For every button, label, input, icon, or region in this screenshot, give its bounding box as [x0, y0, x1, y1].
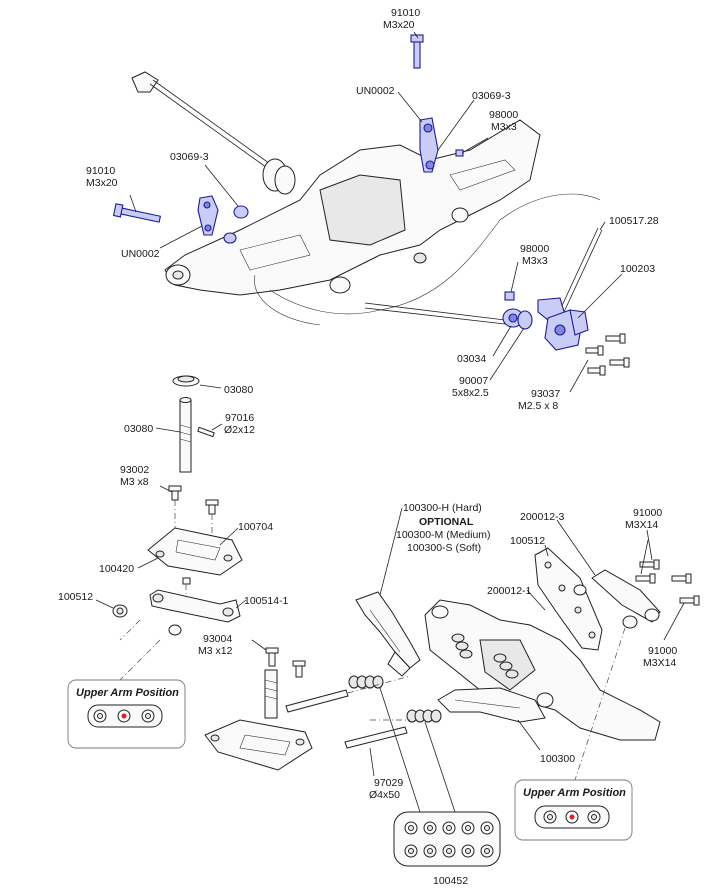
- label-98000-mid: 98000: [520, 243, 549, 255]
- upper-assembly: [112, 34, 630, 376]
- lower-arm-body: [164, 119, 541, 296]
- front-arm-assembly: [285, 507, 700, 867]
- top-leader-lines: [129, 31, 623, 393]
- rod-100517: [364, 227, 603, 325]
- drive-shaft: [131, 71, 296, 195]
- label-03069-left: 03069-3: [170, 151, 209, 163]
- label-91010-top: 91010: [391, 7, 420, 19]
- label-5x8x2-5: 5x8x2.5: [452, 387, 489, 399]
- label-100512-right: 100512: [510, 535, 545, 547]
- label-03080-top: 03080: [224, 384, 253, 396]
- label-100420: 100420: [99, 563, 134, 575]
- hub-carrier-parts: [502, 291, 630, 376]
- label-d2x12: Ø2x12: [224, 424, 255, 436]
- label-100517: 100517.28: [609, 215, 659, 227]
- label-97016: 97016: [225, 412, 254, 424]
- top-linkage-parts: [112, 34, 464, 244]
- label-100203: 100203: [620, 263, 655, 275]
- label-m2-5x8: M2.5 x 8: [518, 400, 558, 412]
- label-m3x20-top: M3x20: [383, 19, 415, 31]
- label-m3x3-top: M3x3: [491, 121, 517, 133]
- label-m3x8: M3 x8: [120, 476, 149, 488]
- label-93002: 93002: [120, 464, 149, 476]
- label-100452: 100452: [433, 875, 468, 887]
- label-m3x12: M3 x12: [198, 645, 233, 657]
- label-m3x20-left: M3x20: [86, 177, 118, 189]
- label-90007: 90007: [459, 375, 488, 387]
- label-d4x50: Ø4x50: [369, 789, 400, 801]
- label-un0002-left: UN0002: [121, 248, 160, 260]
- label-m3x14-bottom: M3X14: [643, 657, 676, 669]
- label-100512-left: 100512: [58, 591, 93, 603]
- label-100300-hard: 100300-H (Hard): [403, 502, 482, 514]
- label-91000-bottom: 91000: [648, 645, 677, 657]
- label-91010-left: 91010: [86, 165, 115, 177]
- label-100300: 100300: [540, 753, 575, 765]
- label-100514: 100514-1: [244, 595, 289, 607]
- upper-arm-position-right: Upper Arm Position: [514, 779, 633, 841]
- label-200012-1: 200012-1: [487, 585, 532, 597]
- bushing-pack-100452: [393, 811, 501, 867]
- label-98000-top: 98000: [489, 109, 518, 121]
- label-03034: 03034: [457, 353, 486, 365]
- selected-hole-marker: [121, 713, 127, 719]
- upper-arm-position-left-title: Upper Arm Position: [76, 687, 179, 699]
- label-100300-soft: 100300-S (Soft): [407, 542, 481, 554]
- label-03080-left: 03080: [124, 423, 153, 435]
- label-m3x3-mid: M3x3: [522, 255, 548, 267]
- label-91000-top: 91000: [633, 507, 662, 519]
- selected-hole-marker: [569, 814, 575, 820]
- label-93037: 93037: [531, 388, 560, 400]
- upper-arm-mount-assembly: [95, 375, 313, 771]
- label-200012-3: 200012-3: [520, 511, 565, 523]
- upper-arm-position-right-title: Upper Arm Position: [523, 787, 626, 799]
- label-un0002-top: UN0002: [356, 85, 395, 97]
- label-100704: 100704: [238, 521, 273, 533]
- label-100300-medium: 100300-M (Medium): [396, 529, 491, 541]
- upper-arm-position-left: Upper Arm Position: [67, 679, 186, 749]
- part-labels: 91010 M3x20 UN0002 03069-3 98000 M3x3 91…: [58, 7, 677, 887]
- label-97029: 97029: [374, 777, 403, 789]
- label-optional: OPTIONAL: [419, 516, 474, 528]
- label-93004: 93004: [203, 633, 232, 645]
- label-m3x14-top: M3X14: [625, 519, 658, 531]
- label-03069-top: 03069-3: [472, 90, 511, 102]
